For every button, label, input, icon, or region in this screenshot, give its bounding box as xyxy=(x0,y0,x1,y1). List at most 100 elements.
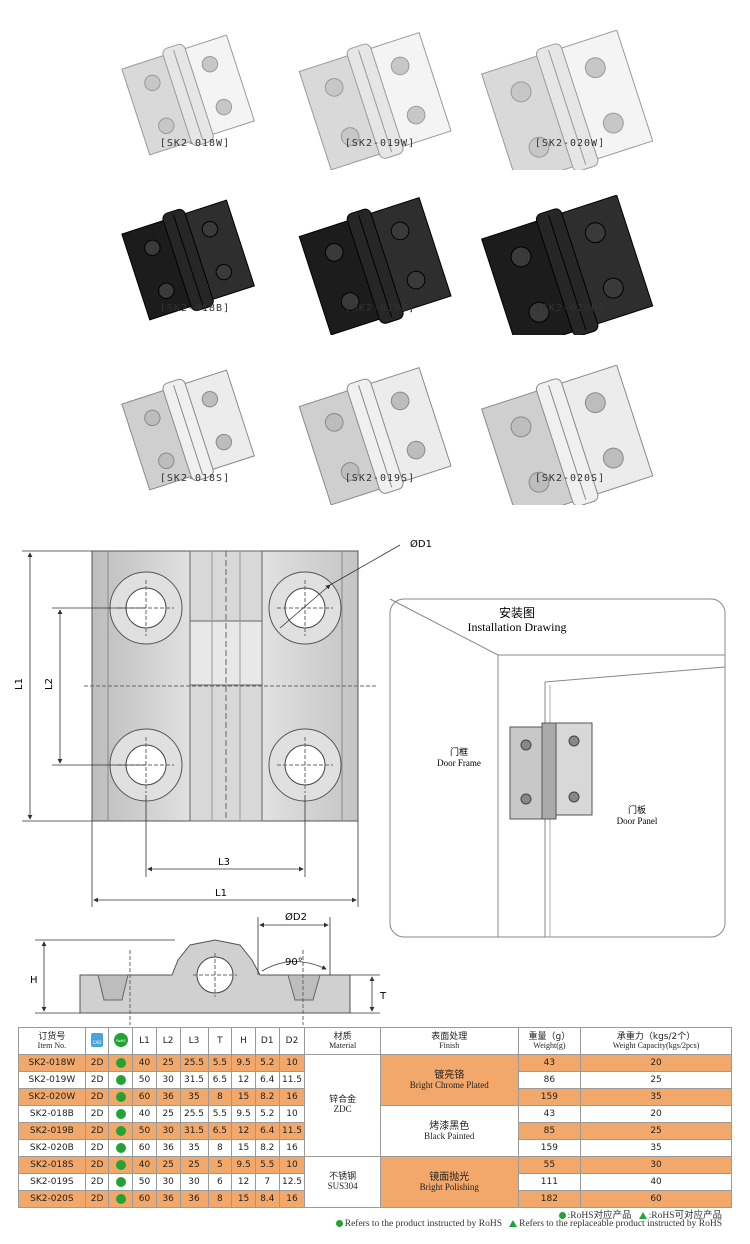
cell-l1: 40 xyxy=(132,1105,157,1123)
cell-cad[interactable]: 2D xyxy=(84,1173,110,1191)
cell-weight: 182 xyxy=(517,1190,582,1208)
cell-h: 9.5 xyxy=(231,1105,256,1123)
installed-hinge xyxy=(509,722,593,820)
hinge-photo xyxy=(481,365,654,505)
product-sk2-018s: [SK2-018S] xyxy=(95,365,295,525)
col-d1: D1 xyxy=(254,1027,280,1055)
cell-cad[interactable]: 2D xyxy=(84,1071,110,1089)
cell-cad[interactable]: 2D xyxy=(84,1122,110,1140)
cell-h: 12 xyxy=(231,1122,256,1140)
cell-cad[interactable]: 2D xyxy=(84,1088,110,1106)
dim-t: T xyxy=(379,991,387,1002)
cell-item: SK2-018W xyxy=(18,1054,86,1072)
cell-cad[interactable]: 2D xyxy=(84,1139,110,1157)
cell-t: 5.5 xyxy=(207,1105,233,1123)
cell-item: SK2-020W xyxy=(18,1088,86,1106)
cell-h: 12 xyxy=(231,1173,256,1191)
col-rohs-icon: RoHS xyxy=(108,1027,134,1055)
cell-capacity: 20 xyxy=(580,1054,732,1072)
cell-l1: 60 xyxy=(132,1088,157,1106)
cell-capacity: 20 xyxy=(580,1105,732,1123)
product-sk2-020w: [SK2-020W] xyxy=(470,30,670,190)
cell-cad[interactable]: 2D xyxy=(84,1054,110,1072)
cell-l3: 25 xyxy=(179,1156,209,1174)
rohs-dot-icon xyxy=(115,1074,126,1085)
install-title-en: Installation Drawing xyxy=(468,620,567,634)
rohs-note-cn-b: :RoHS可对应产品 xyxy=(648,1211,722,1221)
cell-l2: 30 xyxy=(155,1071,181,1089)
cell-item: SK2-018B xyxy=(18,1105,86,1123)
cell-rohs xyxy=(108,1173,134,1191)
cell-weight: 159 xyxy=(517,1088,582,1106)
hinge-photo xyxy=(298,366,452,505)
cell-rohs xyxy=(108,1122,134,1140)
col-d2: D2 xyxy=(278,1027,306,1055)
cell-d2: 16 xyxy=(278,1088,306,1106)
cell-l3: 25.5 xyxy=(179,1105,209,1123)
technical-drawing: L1 L2 L3 L1 ØD1 H T ØD2 90° xyxy=(0,535,750,1025)
dim-l2: L2 xyxy=(44,678,55,690)
cell-h: 15 xyxy=(231,1139,256,1157)
rohs-note-cn-a: :RoHS对应产品 xyxy=(567,1211,632,1221)
product-code-label: [SK2-020S] xyxy=(534,473,606,484)
cell-l2: 36 xyxy=(155,1088,181,1106)
cell-capacity: 60 xyxy=(580,1190,732,1208)
cell-l3: 35 xyxy=(179,1139,209,1157)
cell-weight: 43 xyxy=(517,1054,582,1072)
cell-capacity: 35 xyxy=(580,1139,732,1157)
product-sk2-019w: [SK2-019W] xyxy=(280,30,480,190)
rohs-dot-icon xyxy=(335,1220,343,1228)
rohs-dot-icon xyxy=(115,1091,126,1102)
hinge-photo xyxy=(121,199,255,321)
col-l3: L3 xyxy=(179,1027,209,1055)
cell-item: SK2-020S xyxy=(18,1190,86,1208)
product-gallery: [SK2-018W] [SK2-019W] [SK2-020W] [SK2-01… xyxy=(0,0,750,530)
svg-text:RoHS: RoHS xyxy=(116,1039,126,1043)
cell-l3: 25.5 xyxy=(179,1054,209,1072)
hinge-photo xyxy=(121,369,255,491)
product-code-label: [SK2-018S] xyxy=(159,473,231,484)
rohs-dot-icon xyxy=(115,1108,126,1119)
cell-d1: 7 xyxy=(254,1173,280,1191)
cell-d2: 16 xyxy=(278,1190,306,1208)
cell-t: 6 xyxy=(207,1173,233,1191)
cell-item: SK2-019W xyxy=(18,1071,86,1089)
door-frame-en: Door Frame xyxy=(437,758,481,768)
rohs-dot-icon xyxy=(115,1159,126,1170)
rohs-dot-icon xyxy=(115,1176,126,1187)
cell-h: 15 xyxy=(231,1190,256,1208)
cell-capacity: 25 xyxy=(580,1122,732,1140)
product-code-label: [SK2-019B] xyxy=(344,303,416,314)
cell-d2: 10 xyxy=(278,1156,306,1174)
cell-d2: 10 xyxy=(278,1105,306,1123)
cell-capacity: 40 xyxy=(580,1173,732,1191)
product-sk2-018w: [SK2-018W] xyxy=(95,30,295,190)
svg-text:CAD: CAD xyxy=(93,1040,102,1045)
cell-t: 8 xyxy=(207,1139,233,1157)
cell-l1: 40 xyxy=(132,1156,157,1174)
cell-l1: 60 xyxy=(132,1139,157,1157)
hinge-photo xyxy=(298,196,452,335)
cell-h: 12 xyxy=(231,1071,256,1089)
cell-cad[interactable]: 2D xyxy=(84,1156,110,1174)
cell-l3: 30 xyxy=(179,1173,209,1191)
cell-cad[interactable]: 2D xyxy=(84,1190,110,1208)
col-cad-icon: CAD xyxy=(84,1027,110,1055)
cell-d1: 8.2 xyxy=(254,1088,280,1106)
col-h: H xyxy=(231,1027,256,1055)
cell-rohs xyxy=(108,1054,134,1072)
product-sk2-020b: [SK2-020B] xyxy=(470,195,670,355)
cell-l2: 25 xyxy=(155,1054,181,1072)
cell-t: 8 xyxy=(207,1190,233,1208)
cell-d1: 5.5 xyxy=(254,1156,280,1174)
cell-weight: 55 xyxy=(517,1156,582,1174)
cell-l3: 36 xyxy=(179,1190,209,1208)
cell-cad[interactable]: 2D xyxy=(84,1105,110,1123)
